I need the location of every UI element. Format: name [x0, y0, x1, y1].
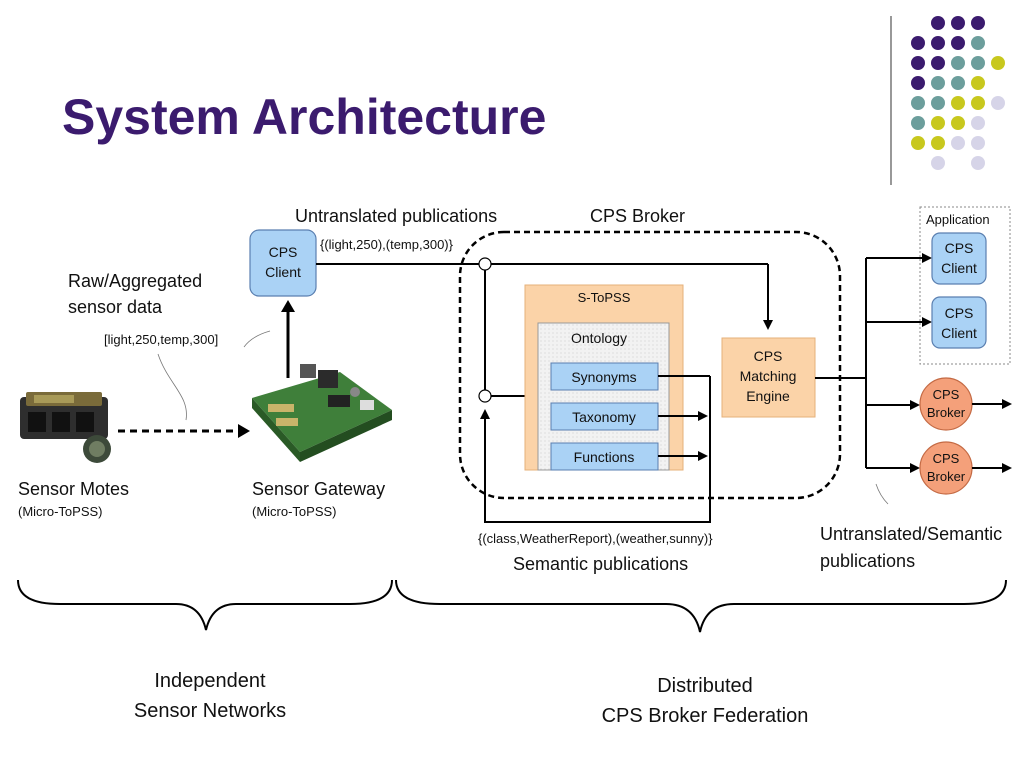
decorative-dot	[951, 96, 965, 110]
junction-middle	[478, 389, 492, 403]
s-topss-label: S-ToPSS	[578, 290, 631, 305]
decorative-dot	[911, 56, 925, 70]
untranslated-publications-label: Untranslated publications	[295, 206, 497, 226]
decorative-dot-grid	[911, 16, 1005, 170]
taxonomy-box	[550, 402, 659, 431]
cps-client-app-2-line2: Client	[941, 325, 977, 341]
sensor-motes-label: Sensor Motes	[18, 479, 129, 499]
semantic-publications-label: Semantic publications	[513, 554, 688, 574]
sensor-gateway-label: Sensor Gateway	[252, 479, 385, 499]
sensor-motes-image	[20, 392, 111, 463]
decorative-dot	[951, 136, 965, 150]
decorative-dot	[911, 136, 925, 150]
sensor-data-example-label: [light,250,temp,300]	[104, 332, 218, 347]
semantic-example-label: {(class,WeatherReport),(weather,sunny)}	[478, 531, 713, 546]
cps-client-app-2	[931, 296, 987, 349]
synonyms-label: Synonyms	[571, 369, 636, 385]
decorative-dot	[971, 36, 985, 50]
functions-box	[550, 442, 659, 471]
matching-engine-box	[721, 337, 816, 418]
cps-client-app-1	[931, 232, 987, 285]
decorative-dot	[971, 96, 985, 110]
decorative-dot	[951, 76, 965, 90]
decorative-dot	[951, 36, 965, 50]
cps-broker-title: CPS Broker	[590, 206, 685, 226]
cps-client-app-1-line1: CPS	[945, 240, 974, 256]
distributed-label-line2: CPS Broker Federation	[602, 705, 809, 727]
cps-client-left	[249, 229, 317, 297]
cps-broker-container	[458, 230, 842, 500]
cps-client-left-line1: CPS	[269, 244, 298, 260]
independent-label-line1: Independent	[154, 670, 266, 692]
left-brace	[17, 579, 393, 631]
decorative-dot	[971, 76, 985, 90]
decorative-dot	[931, 156, 945, 170]
matching-engine-line2: Matching	[740, 368, 797, 384]
untranslated-semantic-label-line2: publications	[820, 551, 915, 571]
sensor-gateway-sub-label: (Micro-ToPSS)	[252, 504, 337, 519]
application-container	[919, 206, 1011, 365]
decorative-dot	[931, 76, 945, 90]
page-title: System Architecture	[62, 89, 547, 145]
decorative-dot	[931, 136, 945, 150]
callout-curve-left	[243, 330, 271, 348]
synonyms-box	[550, 362, 659, 391]
cps-broker-peer-1-line1: CPS	[933, 387, 960, 402]
decorative-dot	[931, 56, 945, 70]
cps-broker-peer-2-line2: Broker	[927, 469, 966, 484]
decorative-dot	[971, 136, 985, 150]
untranslated-example-label: {(light,250),(temp,300)}	[320, 237, 454, 252]
untranslated-semantic-label-line1: Untranslated/Semantic	[820, 524, 1002, 544]
decorative-dot	[951, 16, 965, 30]
cps-broker-peer-2	[919, 441, 973, 495]
raw-aggregated-label-line1: Raw/Aggregated	[68, 271, 202, 291]
gateway-to-client-arrowhead	[281, 300, 295, 312]
motes-to-gateway-arrowhead	[238, 424, 250, 438]
decorative-dot	[911, 116, 925, 130]
cps-broker-peer-2-line1: CPS	[933, 451, 960, 466]
decorative-dot	[911, 76, 925, 90]
ontology-label: Ontology	[571, 330, 627, 346]
decorative-dot	[971, 16, 985, 30]
matching-engine-line1: CPS	[754, 348, 783, 364]
decorative-dot	[931, 16, 945, 30]
distributed-label-line1: Distributed	[657, 675, 753, 697]
callout-curve-right	[875, 483, 889, 505]
sensor-gateway-image	[252, 364, 392, 462]
cps-broker-peer-1-line2: Broker	[927, 405, 966, 420]
decorative-dot	[971, 156, 985, 170]
junction-top	[478, 257, 492, 271]
decorative-dot	[951, 56, 965, 70]
independent-label-line2: Sensor Networks	[134, 700, 286, 722]
functions-label: Functions	[574, 449, 635, 465]
matching-engine-line3: Engine	[746, 388, 790, 404]
right-brace	[395, 579, 1007, 633]
sensor-motes-sub-label: (Micro-ToPSS)	[18, 504, 103, 519]
taxonomy-label: Taxonomy	[572, 409, 636, 425]
decorative-dot	[931, 36, 945, 50]
decorative-dot	[971, 56, 985, 70]
decorative-dot	[931, 116, 945, 130]
cps-client-left-line2: Client	[265, 264, 301, 280]
cps-client-app-2-line1: CPS	[945, 305, 974, 321]
application-label: Application	[926, 212, 990, 227]
cps-broker-peer-1	[919, 377, 973, 431]
decorative-dot	[971, 116, 985, 130]
raw-aggregated-label-line2: sensor data	[68, 297, 163, 317]
decorative-dot	[951, 116, 965, 130]
decorative-dot	[991, 96, 1005, 110]
decorative-dot	[911, 96, 925, 110]
cps-client-app-1-line2: Client	[941, 260, 977, 276]
callout-curve-left-2	[157, 353, 187, 421]
decorative-dot	[931, 96, 945, 110]
decorative-dot	[991, 56, 1005, 70]
decorative-dot	[911, 36, 925, 50]
semantic-loop-line	[480, 376, 711, 523]
